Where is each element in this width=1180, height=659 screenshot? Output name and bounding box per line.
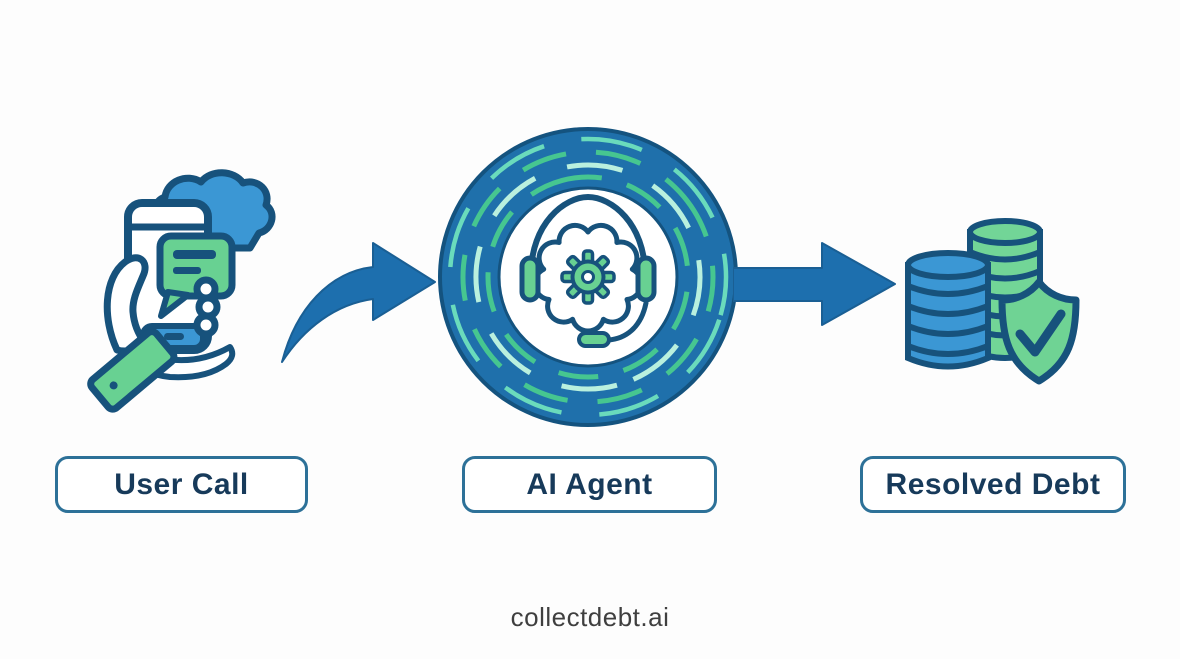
blue-coin-stack [905,250,991,370]
label-user-call-text: User Call [114,467,249,501]
hand-fingers [193,276,221,338]
headset-icon [519,193,657,348]
label-ai-agent-text: AI Agent [526,467,653,501]
curved-arrow [281,242,436,363]
label-resolved-debt: Resolved Debt [860,456,1126,513]
phone-call-hand-icon [87,169,276,413]
mic-boom [605,300,649,343]
shield-check-icon [998,278,1080,385]
check-mark [1015,309,1066,357]
label-ai-agent: AI Agent [462,456,717,513]
sleeve-cuff [87,328,178,413]
label-user-call: User Call [55,456,308,513]
gear-icon [560,249,616,305]
coins-shield-check-icon [905,218,1080,385]
label-resolved-debt-text: Resolved Debt [885,467,1101,501]
ai-brain-headset-icon [438,127,738,427]
mic-icon [577,331,611,348]
straight-arrow [733,242,896,326]
brand-footer: collectdebt.ai [510,602,670,632]
